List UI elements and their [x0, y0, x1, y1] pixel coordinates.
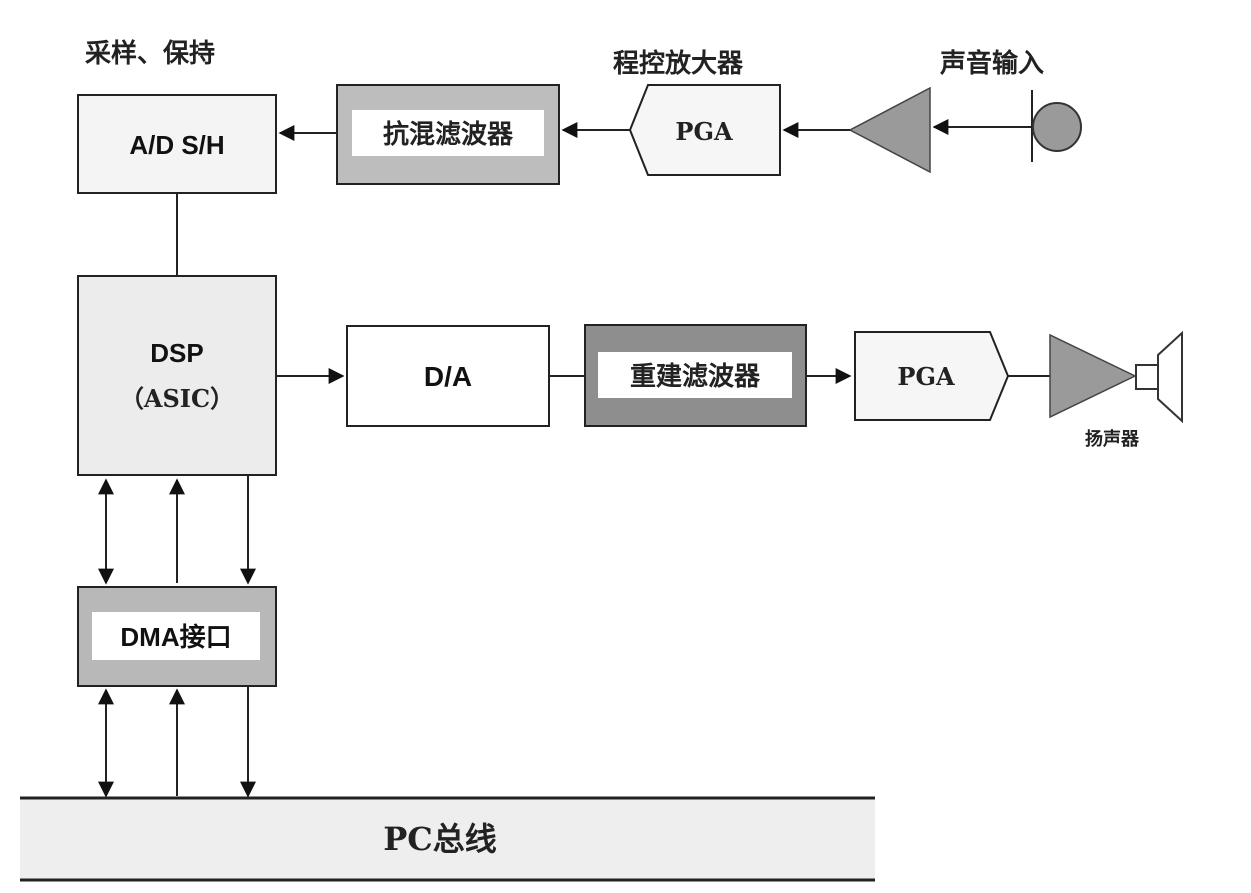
pc-bus-label: PC总线 — [383, 820, 497, 858]
dsp-label: DSP — [150, 338, 203, 368]
adsh-block: A/D S/H — [77, 94, 277, 194]
antialias-filter-label: 抗混滤波器 — [383, 119, 514, 150]
sample-hold-caption: 采样、保持 — [85, 38, 215, 69]
pga-caption: 程控放大器 — [613, 48, 744, 79]
antialias-filter-block: 抗混滤波器 — [336, 84, 560, 185]
speaker-icon — [1135, 330, 1183, 424]
dsp-sub-label: （ASIC） — [120, 384, 234, 413]
audio-input-caption: 声音输入 — [940, 48, 1044, 79]
adsh-label: A/D S/H — [129, 130, 224, 160]
dma-block: DMA接口 — [77, 586, 277, 687]
output-amplifier-icon — [1049, 333, 1137, 419]
dma-label: DMA接口 — [120, 622, 231, 652]
pga-in-block: PGA — [628, 84, 781, 176]
input-amplifier-icon — [848, 86, 931, 174]
recon-filter-block: 重建滤波器 — [584, 324, 807, 427]
da-block: D/A — [346, 325, 550, 427]
dsp-block: DSP （ASIC） — [77, 275, 277, 476]
pga-out-label: PGA — [897, 362, 955, 391]
pc-bus: PC总线 — [20, 796, 875, 882]
speaker-caption: 扬声器 — [1085, 428, 1140, 450]
pga-out-block: PGA — [854, 331, 1010, 421]
pga-in-label: PGA — [675, 117, 733, 146]
microphone-icon — [1032, 102, 1082, 152]
recon-filter-label: 重建滤波器 — [630, 362, 761, 392]
da-label: D/A — [424, 361, 472, 392]
